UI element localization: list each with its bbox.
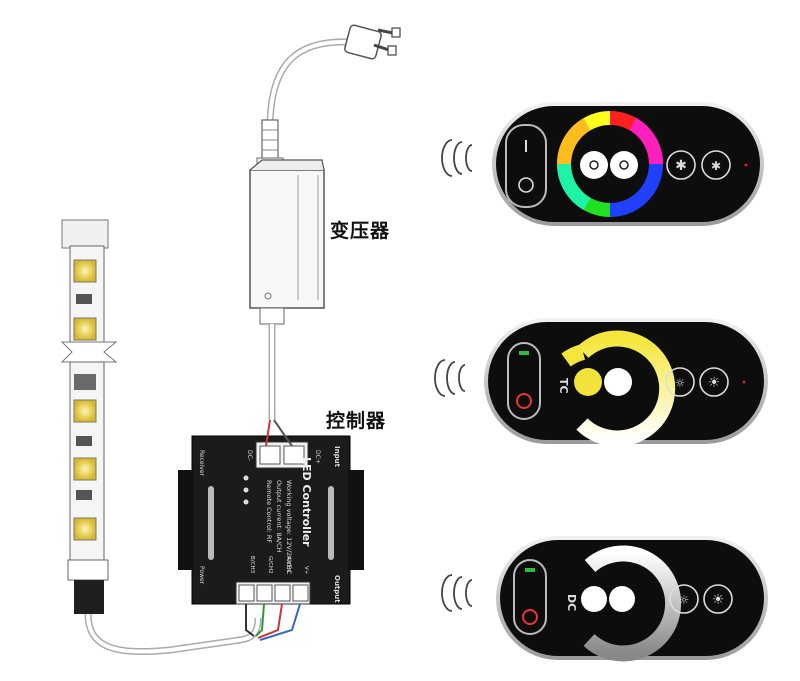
brightness-up-button[interactable] <box>703 584 733 614</box>
warm-button[interactable] <box>574 368 602 396</box>
led-strip <box>60 219 262 656</box>
controller-dc-minus: DC- <box>246 450 253 461</box>
controller-v-plus: V+ <box>303 566 309 575</box>
power-plug <box>266 24 401 129</box>
bright-button[interactable] <box>609 586 635 612</box>
brightness-down-button[interactable] <box>701 150 731 180</box>
controller-receiver-label: Receiver <box>198 450 205 476</box>
sun-icon: ✱ <box>711 159 721 173</box>
transformer <box>249 119 325 420</box>
bulb-icon: ☼ <box>679 593 690 607</box>
controller-out-r: R/CH1 <box>285 556 291 573</box>
tc-remote-text: TC <box>557 378 570 394</box>
wireless-signal-icon <box>441 139 473 177</box>
bulb-icon: ☀ <box>708 375 721 391</box>
wireless-signal-icon <box>434 359 466 397</box>
power-icon[interactable] <box>522 609 538 625</box>
speed-button[interactable] <box>610 151 638 179</box>
rgb-remote[interactable]: ✱ ✱ <box>492 102 764 226</box>
brightness-down-button[interactable] <box>669 584 699 614</box>
controller-dc-plus: DC+ <box>314 450 321 464</box>
power-icon[interactable] <box>518 177 534 193</box>
controller-out-g: G/CH2 <box>267 556 273 574</box>
controller-spec-2: Output current: 8A/CH <box>275 480 283 553</box>
bulb-icon: ☼ <box>675 376 686 390</box>
controller-spec-3: Remote Control: RF <box>265 480 273 543</box>
controller-input-label: Input <box>333 446 341 468</box>
wireless-signal-icon <box>441 574 473 612</box>
dc-remote-text: DC <box>565 594 578 611</box>
controller-spec-1: Working voltage: 12V/24VDC <box>285 480 293 575</box>
sun-icon: ✱ <box>675 158 687 174</box>
dim-button[interactable] <box>581 586 607 612</box>
power-icon[interactable] <box>516 393 532 409</box>
controller-output-label: Output <box>333 575 341 603</box>
tc-remote[interactable]: TC ☼ ☀ <box>484 318 768 447</box>
led-controller: LED Controller Working voltage: 12V/24VD… <box>178 419 364 641</box>
brightness-up-button[interactable] <box>666 150 696 180</box>
dc-remote[interactable]: DC ☼ ☀ <box>496 536 768 662</box>
cool-button[interactable] <box>604 368 632 396</box>
controller-power-label: Power <box>198 566 205 585</box>
bulb-icon: ☀ <box>712 592 725 608</box>
mode-button[interactable] <box>580 151 608 179</box>
brightness-up-button[interactable] <box>699 367 729 397</box>
controller-title: LED Controller <box>300 457 313 547</box>
transformer-label: 变压器 <box>330 220 391 242</box>
controller-out-b: B/CH3 <box>249 556 255 574</box>
brightness-down-button[interactable] <box>665 367 695 397</box>
controller-label: 控制器 <box>326 410 387 432</box>
